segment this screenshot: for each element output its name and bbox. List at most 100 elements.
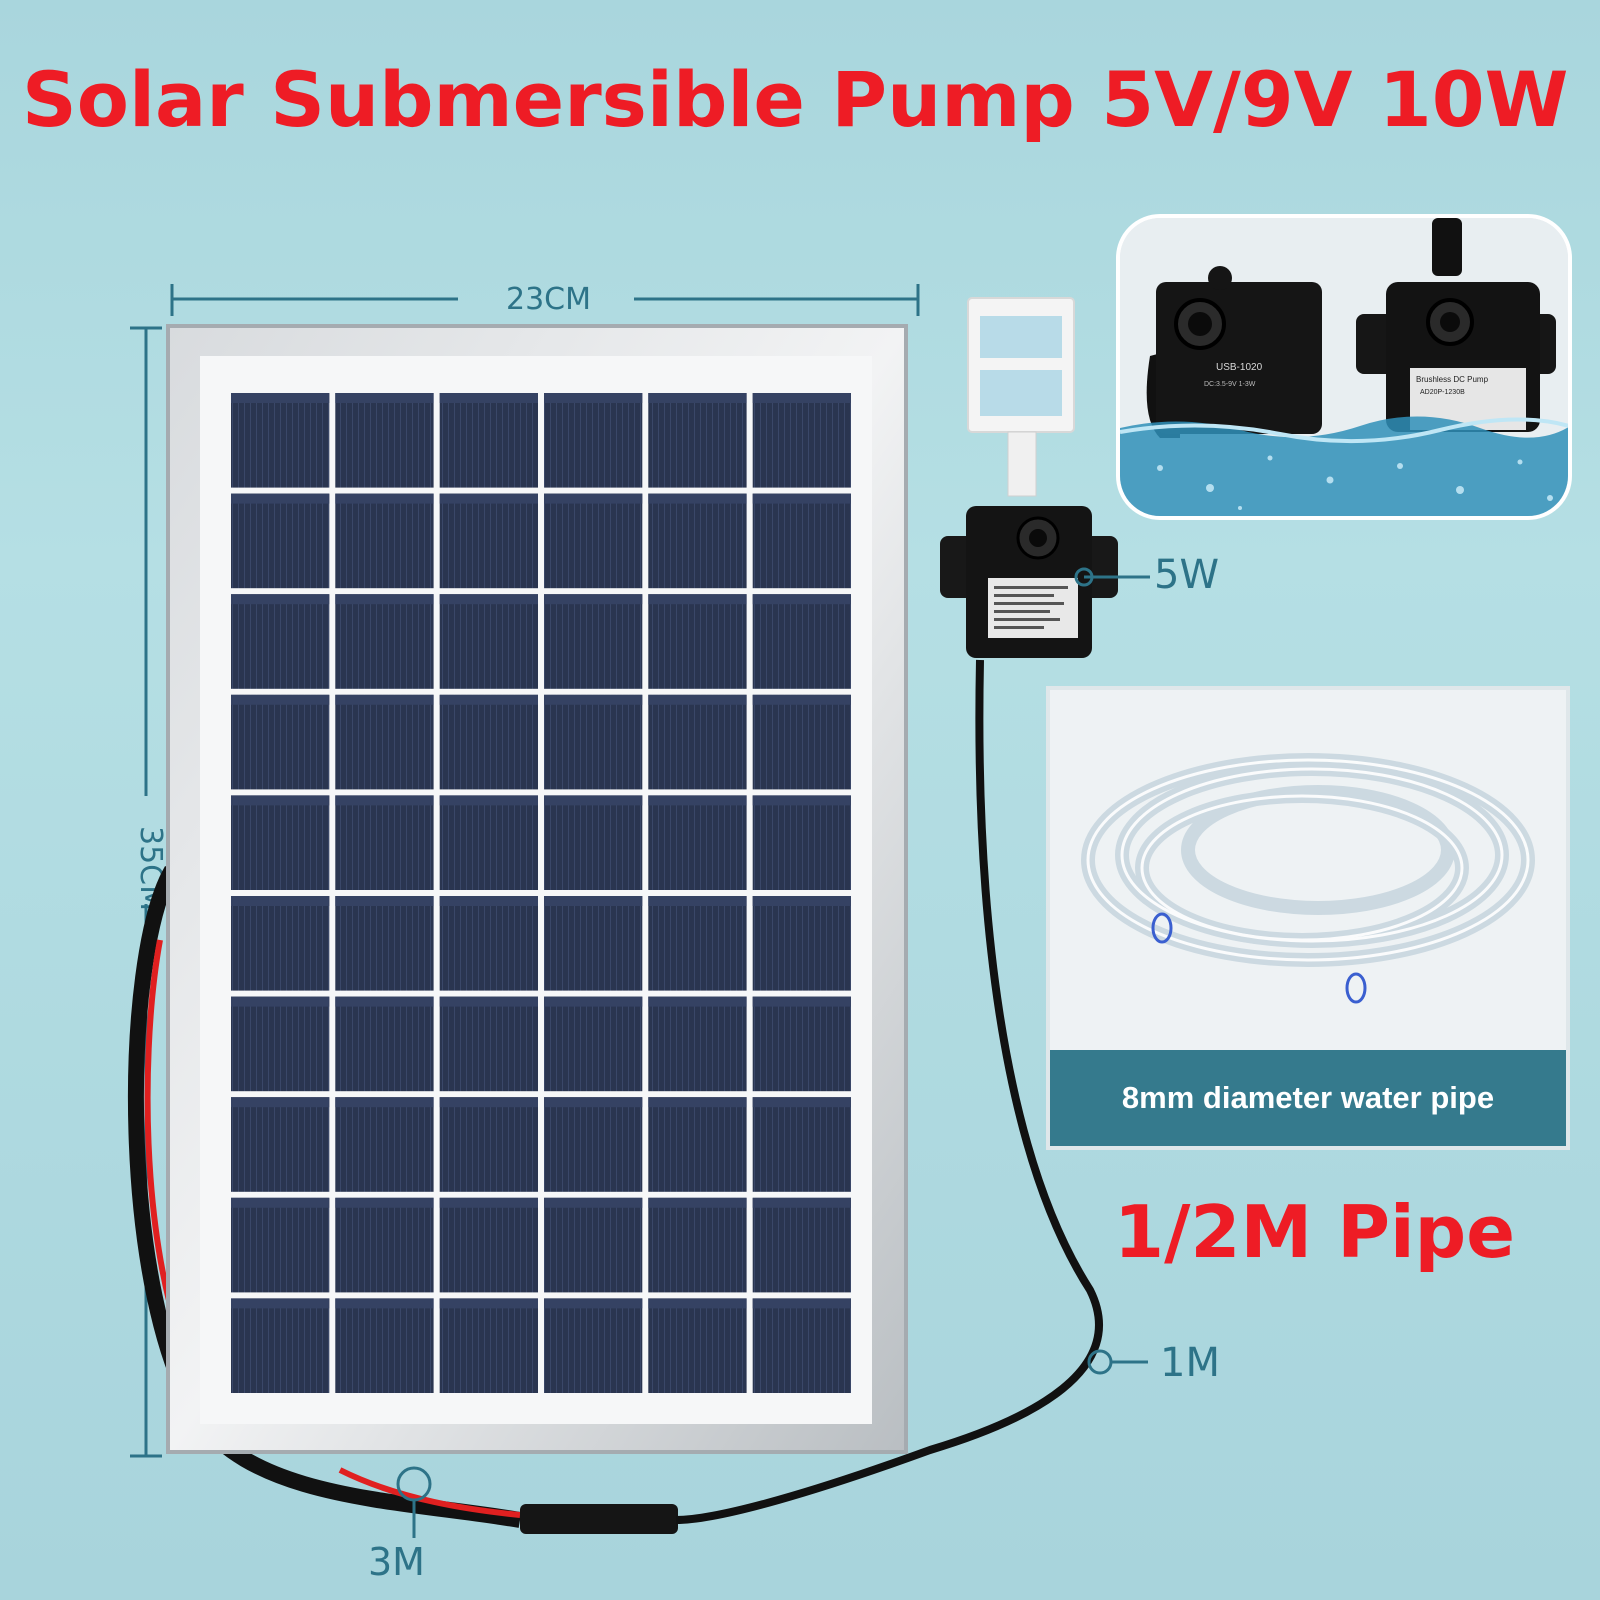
solar-cell — [439, 1097, 538, 1192]
solar-cell-busbar — [439, 493, 538, 504]
solar-cell — [335, 594, 434, 689]
solar-cell-busbar — [439, 694, 538, 705]
solar-cell — [439, 594, 538, 689]
solar-cell — [544, 493, 643, 589]
width-dimension-label: 23CM — [506, 282, 592, 317]
solar-cell-busbar — [439, 795, 538, 806]
pump-cable-label: 1M — [1160, 1340, 1220, 1386]
solar-cell — [648, 795, 747, 890]
solar-cell — [231, 493, 330, 589]
solar-cell — [648, 1298, 747, 1393]
solar-cell-busbar — [648, 896, 747, 906]
solar-cell-busbar — [648, 795, 747, 806]
solar-cell — [648, 1097, 747, 1192]
solar-cell — [335, 1298, 434, 1393]
solar-cell-busbar — [544, 393, 643, 403]
solar-cell-busbar — [439, 896, 538, 906]
pipe-caption: 8mm diameter water pipe — [1050, 1050, 1566, 1146]
solar-cell — [648, 1197, 747, 1293]
solar-cell — [231, 1197, 330, 1293]
solar-cell-busbar — [544, 1197, 643, 1208]
solar-cell — [752, 795, 851, 890]
solar-cell — [335, 493, 434, 589]
solar-cell — [439, 694, 538, 790]
solar-cell — [439, 493, 538, 589]
solar-cell — [648, 694, 747, 790]
solar-cell-busbar — [335, 694, 434, 705]
right-pump-model: AD20P-1230B — [1420, 389, 1465, 396]
solar-cell — [231, 393, 330, 488]
solar-cell-busbar — [231, 1197, 330, 1208]
solar-cell-busbar — [648, 1298, 747, 1309]
solar-cell — [544, 694, 643, 790]
solar-cell-busbar — [544, 795, 643, 806]
pump-power-label: 5W — [1154, 552, 1219, 598]
solar-cell-busbar — [752, 1197, 851, 1208]
pump-photo-card: USB-1020 DC:3.5-9V 1-3W Brushless DC Pum… — [1116, 214, 1572, 520]
solar-cell — [231, 594, 330, 689]
solar-cell — [231, 694, 330, 790]
solar-cell — [335, 996, 434, 1092]
solar-cell — [752, 1097, 851, 1192]
solar-cell — [544, 594, 643, 689]
solar-cells — [231, 393, 851, 1393]
solar-cell-busbar — [752, 896, 851, 906]
solar-cell — [335, 795, 434, 890]
solar-cell-busbar — [752, 996, 851, 1007]
solar-cell-busbar — [752, 1097, 851, 1108]
solar-cell-busbar — [231, 996, 330, 1007]
left-pump-model: USB-1020 — [1216, 362, 1263, 373]
solar-cell-busbar — [231, 1097, 330, 1108]
solar-cell-busbar — [335, 1197, 434, 1208]
solar-cell-busbar — [231, 1298, 330, 1309]
solar-cell-busbar — [335, 1097, 434, 1108]
solar-cell — [439, 795, 538, 890]
solar-cell — [752, 493, 851, 589]
left-pump-spec: DC:3.5-9V 1-3W — [1204, 381, 1256, 388]
solar-cell — [544, 896, 643, 991]
solar-cell — [439, 1298, 538, 1393]
solar-cell — [335, 1097, 434, 1192]
solar-cell-busbar — [648, 1197, 747, 1208]
solar-cell — [648, 896, 747, 991]
solar-cell — [752, 1197, 851, 1293]
solar-cell-busbar — [335, 795, 434, 806]
solar-cell — [752, 896, 851, 991]
solar-cell — [335, 1197, 434, 1293]
solar-cell-busbar — [231, 594, 330, 605]
page-title: Solar Submersible Pump 5V/9V 10W — [22, 55, 1569, 144]
solar-cell-busbar — [752, 694, 851, 705]
solar-cell — [752, 1298, 851, 1393]
solar-cell — [648, 493, 747, 589]
solar-cell-busbar — [231, 795, 330, 806]
solar-cell — [544, 996, 643, 1092]
solar-cell-busbar — [439, 393, 538, 403]
pump-photo: USB-1020 DC:3.5-9V 1-3W Brushless DC Pum… — [1120, 218, 1568, 516]
solar-cell — [231, 795, 330, 890]
solar-cell-busbar — [335, 1298, 434, 1309]
solar-cell — [648, 393, 747, 488]
solar-cell-busbar — [544, 694, 643, 705]
solar-cell-busbar — [544, 996, 643, 1007]
solar-cell — [544, 795, 643, 890]
solar-cell — [439, 896, 538, 991]
solar-cell-busbar — [752, 594, 851, 605]
solar-cell-busbar — [648, 393, 747, 403]
solar-cell-busbar — [335, 393, 434, 403]
solar-cell — [544, 1298, 643, 1393]
solar-cell — [752, 393, 851, 488]
solar-cell-busbar — [439, 1298, 538, 1309]
solar-cell-busbar — [439, 996, 538, 1007]
solar-cell-busbar — [648, 1097, 747, 1108]
solar-cell — [752, 694, 851, 790]
solar-cell — [648, 996, 747, 1092]
solar-cell-busbar — [752, 795, 851, 806]
solar-cell-busbar — [752, 393, 851, 403]
solar-cell — [439, 1197, 538, 1293]
solar-cell — [648, 594, 747, 689]
solar-cell — [752, 996, 851, 1092]
solar-cell-busbar — [544, 1097, 643, 1108]
solar-cell — [231, 1097, 330, 1192]
